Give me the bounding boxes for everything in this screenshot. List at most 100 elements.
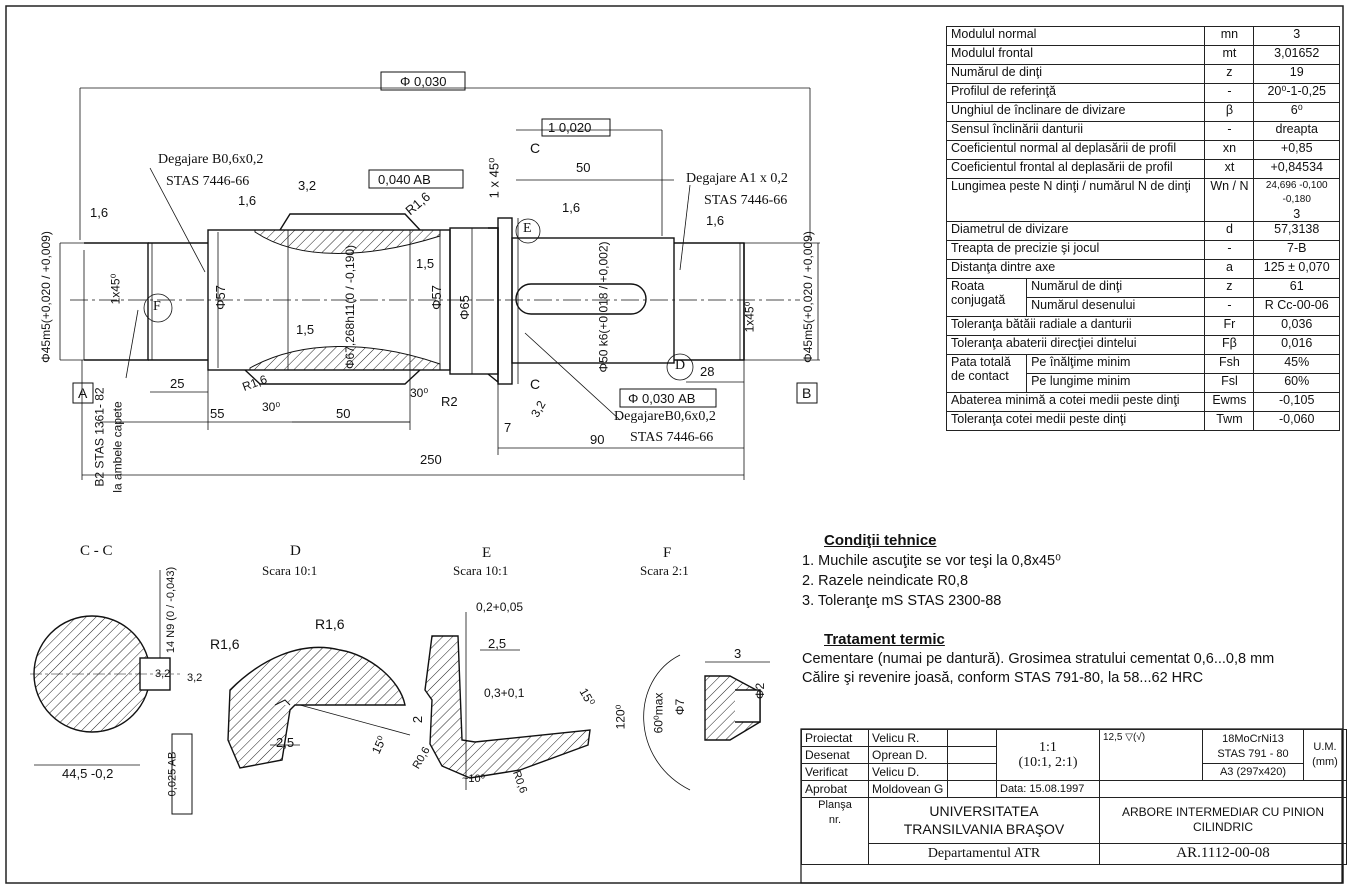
section-cc (30, 570, 193, 815)
param-name: Profilul de referinţă (945, 83, 1206, 103)
dim-7: 7 (504, 420, 512, 435)
roughness-1-6-journal: 1,6 (562, 200, 581, 215)
dim-d45-left: Φ45m5(+0,020 / +0,009) (38, 231, 53, 363)
param-symbol: z (1204, 278, 1255, 298)
param-symbol: - (1204, 83, 1255, 103)
undercut-bottom-stas: STAS 7446-66 (630, 430, 714, 445)
f-angle-120: 120⁰ (613, 704, 628, 730)
undercut-right-label: Degajare A1 x 0,2 (686, 171, 788, 186)
param-row: Treapta de precizie şi jocul-7-B (945, 240, 1340, 260)
param-symbol: Wn / N (1204, 178, 1255, 222)
e-dim-0-2: 0,2+0,05 (476, 600, 524, 614)
param-name: Toleranţa cotei medii peste dinţi (945, 411, 1206, 431)
tb-scale: 1:1(10:1, 2:1) (996, 729, 1100, 781)
dim-d50: Φ50 k6(+0,018 / +0,002) (596, 241, 611, 373)
param-value: -0,060 (1253, 411, 1340, 431)
param-symbol: a (1204, 259, 1255, 279)
param-value: +0,84534 (1253, 159, 1340, 179)
geom-tol-frame-top (380, 71, 466, 91)
title-block: Proiectat Velicu R. 1:1(10:1, 2:1) 12,5 … (801, 729, 1347, 866)
param-value: 61 (1253, 278, 1340, 298)
tb-name: Velicu D. (868, 763, 948, 781)
param-name: Lungimea peste N dinţi / numărul N de di… (945, 178, 1206, 222)
dim-50-top: 50 (576, 160, 591, 175)
param-name: Diametrul de divizare (945, 221, 1206, 241)
f-dim-d7: Φ7 (673, 698, 688, 716)
condition-3: 3. Toleranţe mS STAS 2300-88 (802, 593, 1002, 609)
param-symbol: xn (1204, 140, 1255, 160)
param-name: Unghiul de înclinare de divizare (945, 102, 1206, 122)
condition-1: 1. Muchile ascuţite se vor teşi la 0,8x4… (802, 553, 1061, 569)
section-d-scale: Scara 10:1 (262, 563, 318, 578)
detail-e-circle (515, 218, 541, 244)
param-row: Coeficientul frontal al deplasării de pr… (945, 159, 1340, 179)
angle-30-left: 30⁰ (262, 400, 281, 414)
cc-roughness-b: 3,2 (187, 672, 203, 684)
tb-role: Verificat (801, 763, 869, 781)
param-group: Pata totală de contact (945, 354, 1028, 393)
d-dim-2-5: 2,5 (276, 735, 295, 750)
dim-25: 25 (170, 376, 185, 391)
param-value: +0,85 (1253, 140, 1340, 160)
dim-90: 90 (590, 432, 605, 447)
param-name: Numărul de dinţi (1026, 278, 1206, 298)
param-name: Modulul normal (945, 26, 1206, 46)
undercut-bottom-label: DegajareB0,6x0,2 (614, 409, 716, 424)
tb-format: A3 (297x420) (1202, 763, 1304, 781)
param-symbol: - (1204, 297, 1255, 317)
section-f-title: F (663, 545, 672, 561)
param-name: Abaterea minimă a cotei medii peste dinţ… (945, 392, 1206, 412)
param-symbol: Twm (1204, 411, 1255, 431)
param-value: 0,016 (1253, 335, 1340, 355)
geom-tol-top: Φ 0,030 (400, 74, 447, 89)
cc-roughness-a: 3,2 (155, 668, 171, 680)
param-symbol: mt (1204, 45, 1255, 65)
param-value: R Cc-00-06 (1253, 297, 1340, 317)
section-d-title: D (290, 543, 301, 559)
runout-tol-mid: 0,040 AB (378, 172, 431, 187)
param-name: Modulul frontal (945, 45, 1206, 65)
detail-e-label: E (523, 221, 532, 236)
datum-a-box (72, 382, 94, 404)
param-name: Numărul desenului (1026, 297, 1206, 317)
param-symbol: z (1204, 64, 1255, 84)
param-row: Lungimea peste N dinţi / numărul N de di… (945, 178, 1340, 222)
dim-250: 250 (420, 452, 442, 467)
geom-tol-bottom: Φ 0,030 AB (628, 391, 696, 406)
section-e-scale: Scara 10:1 (453, 563, 509, 578)
section-d (227, 646, 411, 769)
e-angle-10: ~10⁰ (462, 773, 486, 785)
param-value: 57,3138 (1253, 221, 1340, 241)
runout-tol-top: 1 0,020 (548, 120, 592, 135)
param-row: Profilul de referinţă-20⁰-1-0,25 (945, 83, 1340, 103)
dim-d65: Φ65 (456, 295, 472, 320)
dim-28: 28 (700, 364, 715, 379)
param-value: 6⁰ (1253, 102, 1340, 122)
d-radius-b: R1,6 (315, 616, 345, 632)
param-symbol: - (1204, 240, 1255, 260)
radius-r2: R2 (441, 394, 458, 409)
param-value: 0,036 (1253, 316, 1340, 336)
d-radius-a: R1,6 (210, 636, 240, 652)
section-f (643, 654, 770, 791)
param-row: Numărul desenului-R Cc-00-06 (947, 297, 1340, 317)
tb-role: Desenat (801, 746, 869, 764)
tb-name: Velicu R. (868, 729, 948, 747)
dim-55: 55 (210, 406, 225, 421)
param-value-n: 3 (1293, 207, 1301, 221)
dim-1-5-b: 1,5 (296, 322, 315, 337)
roughness-1-6-right: 1,6 (706, 213, 725, 228)
chamfer-right: 1x45⁰ (742, 301, 757, 333)
